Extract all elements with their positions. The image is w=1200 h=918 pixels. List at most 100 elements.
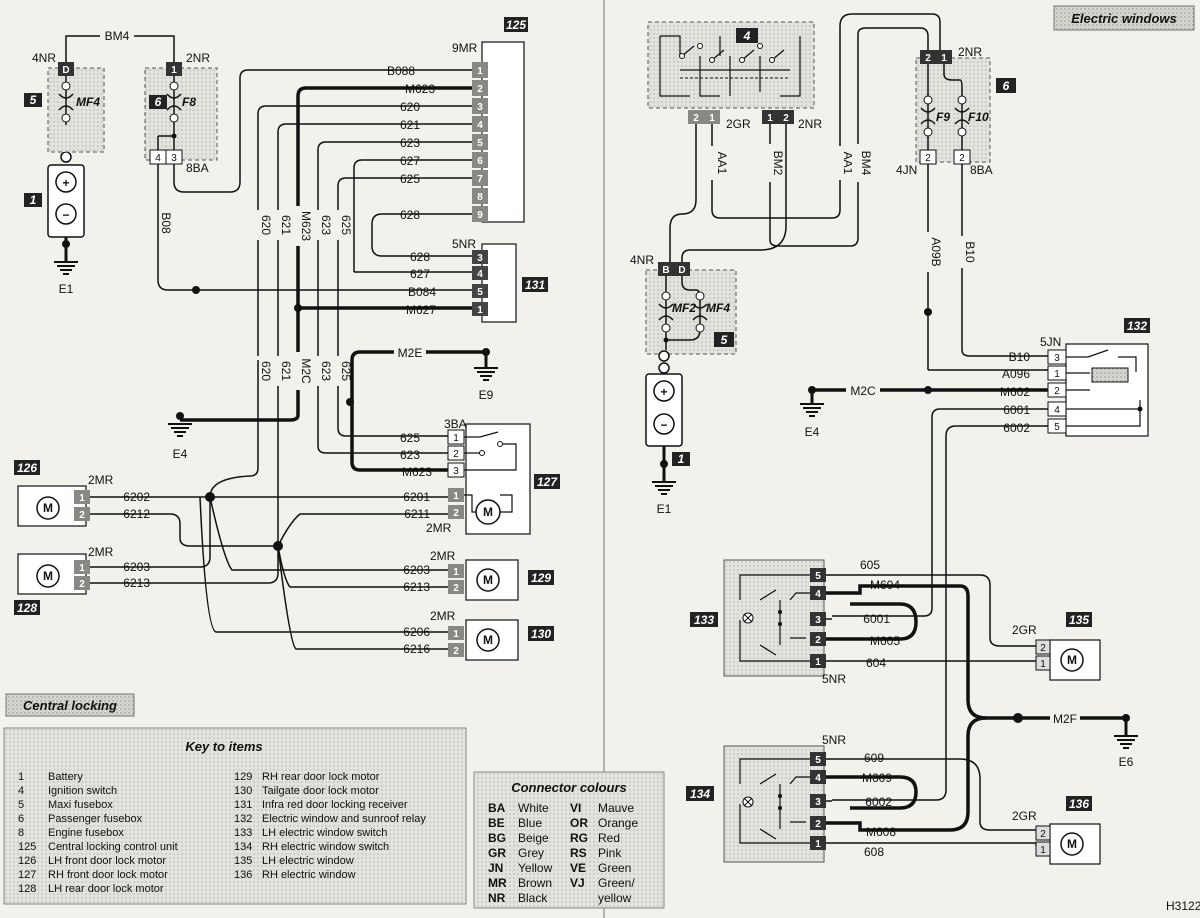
svg-text:RH front door lock motor: RH front door lock motor <box>48 869 168 881</box>
svg-text:Engine fusebox: Engine fusebox <box>48 827 124 839</box>
svg-text:132: 132 <box>234 813 252 825</box>
svg-text:1: 1 <box>453 433 459 444</box>
svg-text:605: 605 <box>860 558 880 572</box>
vertical-wire-labels-bottom: 620 621 M2C 623 625 <box>252 352 353 390</box>
svg-text:1: 1 <box>171 65 177 76</box>
svg-text:3: 3 <box>815 615 821 626</box>
ground-e4-left: E4 <box>168 423 192 461</box>
svg-text:8BA: 8BA <box>970 163 993 177</box>
svg-text:628: 628 <box>400 208 420 222</box>
svg-text:8: 8 <box>477 192 483 203</box>
svg-text:2MR: 2MR <box>430 549 456 563</box>
svg-text:1: 1 <box>709 113 715 124</box>
svg-text:Connector colours: Connector colours <box>511 780 627 795</box>
svg-text:1: 1 <box>453 629 459 640</box>
svg-text:A09B: A09B <box>929 237 943 266</box>
svg-text:5NR: 5NR <box>822 672 846 686</box>
svg-text:132: 132 <box>1127 319 1147 333</box>
svg-text:6: 6 <box>477 156 483 167</box>
svg-text:126: 126 <box>17 461 37 475</box>
ground-e1-left: E1 <box>54 261 78 296</box>
svg-text:6201: 6201 <box>403 490 430 504</box>
connector-125-pins: 1 2 3 4 5 6 7 8 9 <box>472 62 488 222</box>
svg-text:RG: RG <box>570 831 588 845</box>
svg-text:M604: M604 <box>870 578 900 592</box>
svg-text:4JN: 4JN <box>896 163 917 177</box>
svg-text:−: − <box>660 418 667 432</box>
wire-m623 <box>296 86 472 388</box>
svg-text:Green/: Green/ <box>598 876 635 890</box>
svg-text:Battery: Battery <box>48 771 83 783</box>
svg-text:2: 2 <box>453 583 459 594</box>
svg-text:620: 620 <box>259 361 273 381</box>
fuse-f8 <box>166 93 182 111</box>
connector-colours-panel <box>473 771 665 909</box>
svg-text:6001: 6001 <box>1003 403 1030 417</box>
svg-text:MR: MR <box>488 876 507 890</box>
svg-text:2: 2 <box>79 510 85 521</box>
corner-reference: H31220 <box>1166 899 1200 913</box>
svg-text:6216: 6216 <box>403 642 430 656</box>
svg-text:3: 3 <box>1054 353 1060 364</box>
svg-text:Ignition switch: Ignition switch <box>48 785 117 797</box>
svg-text:Passenger fusebox: Passenger fusebox <box>48 813 143 825</box>
svg-text:Electric window and sunroof re: Electric window and sunroof relay <box>262 813 426 825</box>
svg-text:2: 2 <box>815 635 821 646</box>
svg-text:6002: 6002 <box>865 795 892 809</box>
svg-text:2NR: 2NR <box>798 117 822 131</box>
svg-text:131: 131 <box>525 278 545 292</box>
svg-text:RS: RS <box>570 846 587 860</box>
svg-text:8: 8 <box>18 827 24 839</box>
svg-text:628: 628 <box>410 250 430 264</box>
svg-text:609: 609 <box>864 751 884 765</box>
svg-text:2: 2 <box>783 113 789 124</box>
svg-text:M2C: M2C <box>299 358 313 384</box>
svg-text:LH electric window switch: LH electric window switch <box>262 827 387 839</box>
svg-text:3: 3 <box>453 466 459 477</box>
svg-text:1: 1 <box>453 491 459 502</box>
svg-text:3: 3 <box>815 797 821 808</box>
svg-text:JN: JN <box>488 861 503 875</box>
svg-text:9MR: 9MR <box>452 41 478 55</box>
svg-text:2: 2 <box>1040 643 1046 654</box>
svg-text:134: 134 <box>234 841 252 853</box>
svg-text:E4: E4 <box>805 425 820 439</box>
svg-text:129: 129 <box>531 571 551 585</box>
svg-text:2: 2 <box>477 84 483 95</box>
svg-text:M605: M605 <box>870 634 900 648</box>
svg-text:F9: F9 <box>936 110 950 124</box>
wire-b088 <box>173 69 472 193</box>
svg-text:4: 4 <box>477 120 483 131</box>
svg-text:127: 127 <box>18 869 36 881</box>
svg-text:127: 127 <box>537 475 558 489</box>
svg-text:4: 4 <box>1054 405 1060 416</box>
svg-text:620: 620 <box>259 215 273 235</box>
svg-text:3: 3 <box>171 153 177 164</box>
svg-text:1: 1 <box>79 493 85 504</box>
svg-text:M2F: M2F <box>1053 712 1077 726</box>
svg-text:BE: BE <box>488 816 505 830</box>
fuse-f9 <box>920 107 936 125</box>
svg-text:125: 125 <box>506 18 526 32</box>
svg-text:6002: 6002 <box>1003 421 1030 435</box>
fuse-mf4-left <box>58 93 74 111</box>
wire-m2c-left <box>180 390 300 422</box>
svg-text:E1: E1 <box>657 502 672 516</box>
svg-text:Yellow: Yellow <box>518 861 553 875</box>
svg-text:7: 7 <box>477 174 483 185</box>
svg-text:133: 133 <box>234 827 252 839</box>
vertical-wire-labels-top: 620 621 M623 623 625 B08 <box>152 206 353 246</box>
svg-text:1: 1 <box>30 193 37 207</box>
passenger-fusebox-6-left <box>144 67 218 161</box>
svg-text:130: 130 <box>234 785 252 797</box>
svg-text:3BA: 3BA <box>444 417 467 431</box>
fuse-mf2 <box>658 303 674 321</box>
svg-text:627: 627 <box>410 267 430 281</box>
svg-text:1: 1 <box>767 113 773 124</box>
svg-text:2MR: 2MR <box>426 521 452 535</box>
svg-text:M: M <box>483 573 493 587</box>
svg-text:623: 623 <box>400 136 420 150</box>
